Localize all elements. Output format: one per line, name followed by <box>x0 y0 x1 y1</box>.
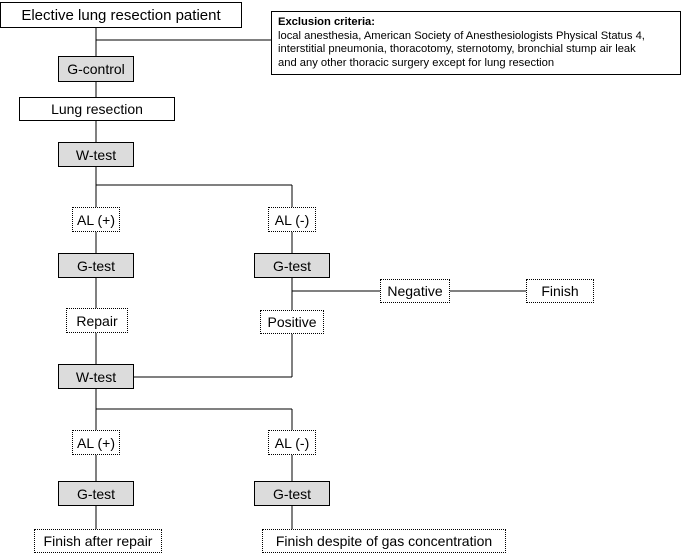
lung-resection-box: Lung resection <box>19 97 175 121</box>
al-negative-box: AL (-) <box>268 430 316 455</box>
start-box: Elective lung resection patient <box>0 2 242 28</box>
repair-box: Repair <box>66 308 128 333</box>
g-test-box: G-test <box>254 253 330 278</box>
g-control-box: G-control <box>58 56 134 82</box>
exclusion-criteria-box: Exclusion criteria: local anesthesia, Am… <box>271 11 681 75</box>
w-test-box: W-test <box>58 142 134 167</box>
exclusion-line: interstitial pneumonia, thoracotomy, ste… <box>278 43 636 55</box>
exclusion-line: local anesthesia, American Society of An… <box>278 29 645 42</box>
al-positive-box: AL (+) <box>72 430 120 455</box>
positive-box: Positive <box>260 310 324 334</box>
al-positive-box: AL (+) <box>72 207 120 232</box>
w-test-box: W-test <box>58 364 134 389</box>
finish-box: Finish <box>526 279 594 303</box>
g-test-box: G-test <box>58 253 134 278</box>
finish-after-repair-box: Finish after repair <box>34 529 162 553</box>
negative-box: Negative <box>380 279 450 303</box>
exclusion-line: and any other thoracic surgery except fo… <box>278 56 555 69</box>
g-test-box: G-test <box>58 481 134 506</box>
g-test-box: G-test <box>254 481 330 506</box>
al-negative-box: AL (-) <box>268 207 316 232</box>
exclusion-title: Exclusion criteria: <box>278 16 375 28</box>
finish-despite-gas-box: Finish despite of gas concentration <box>262 529 506 553</box>
